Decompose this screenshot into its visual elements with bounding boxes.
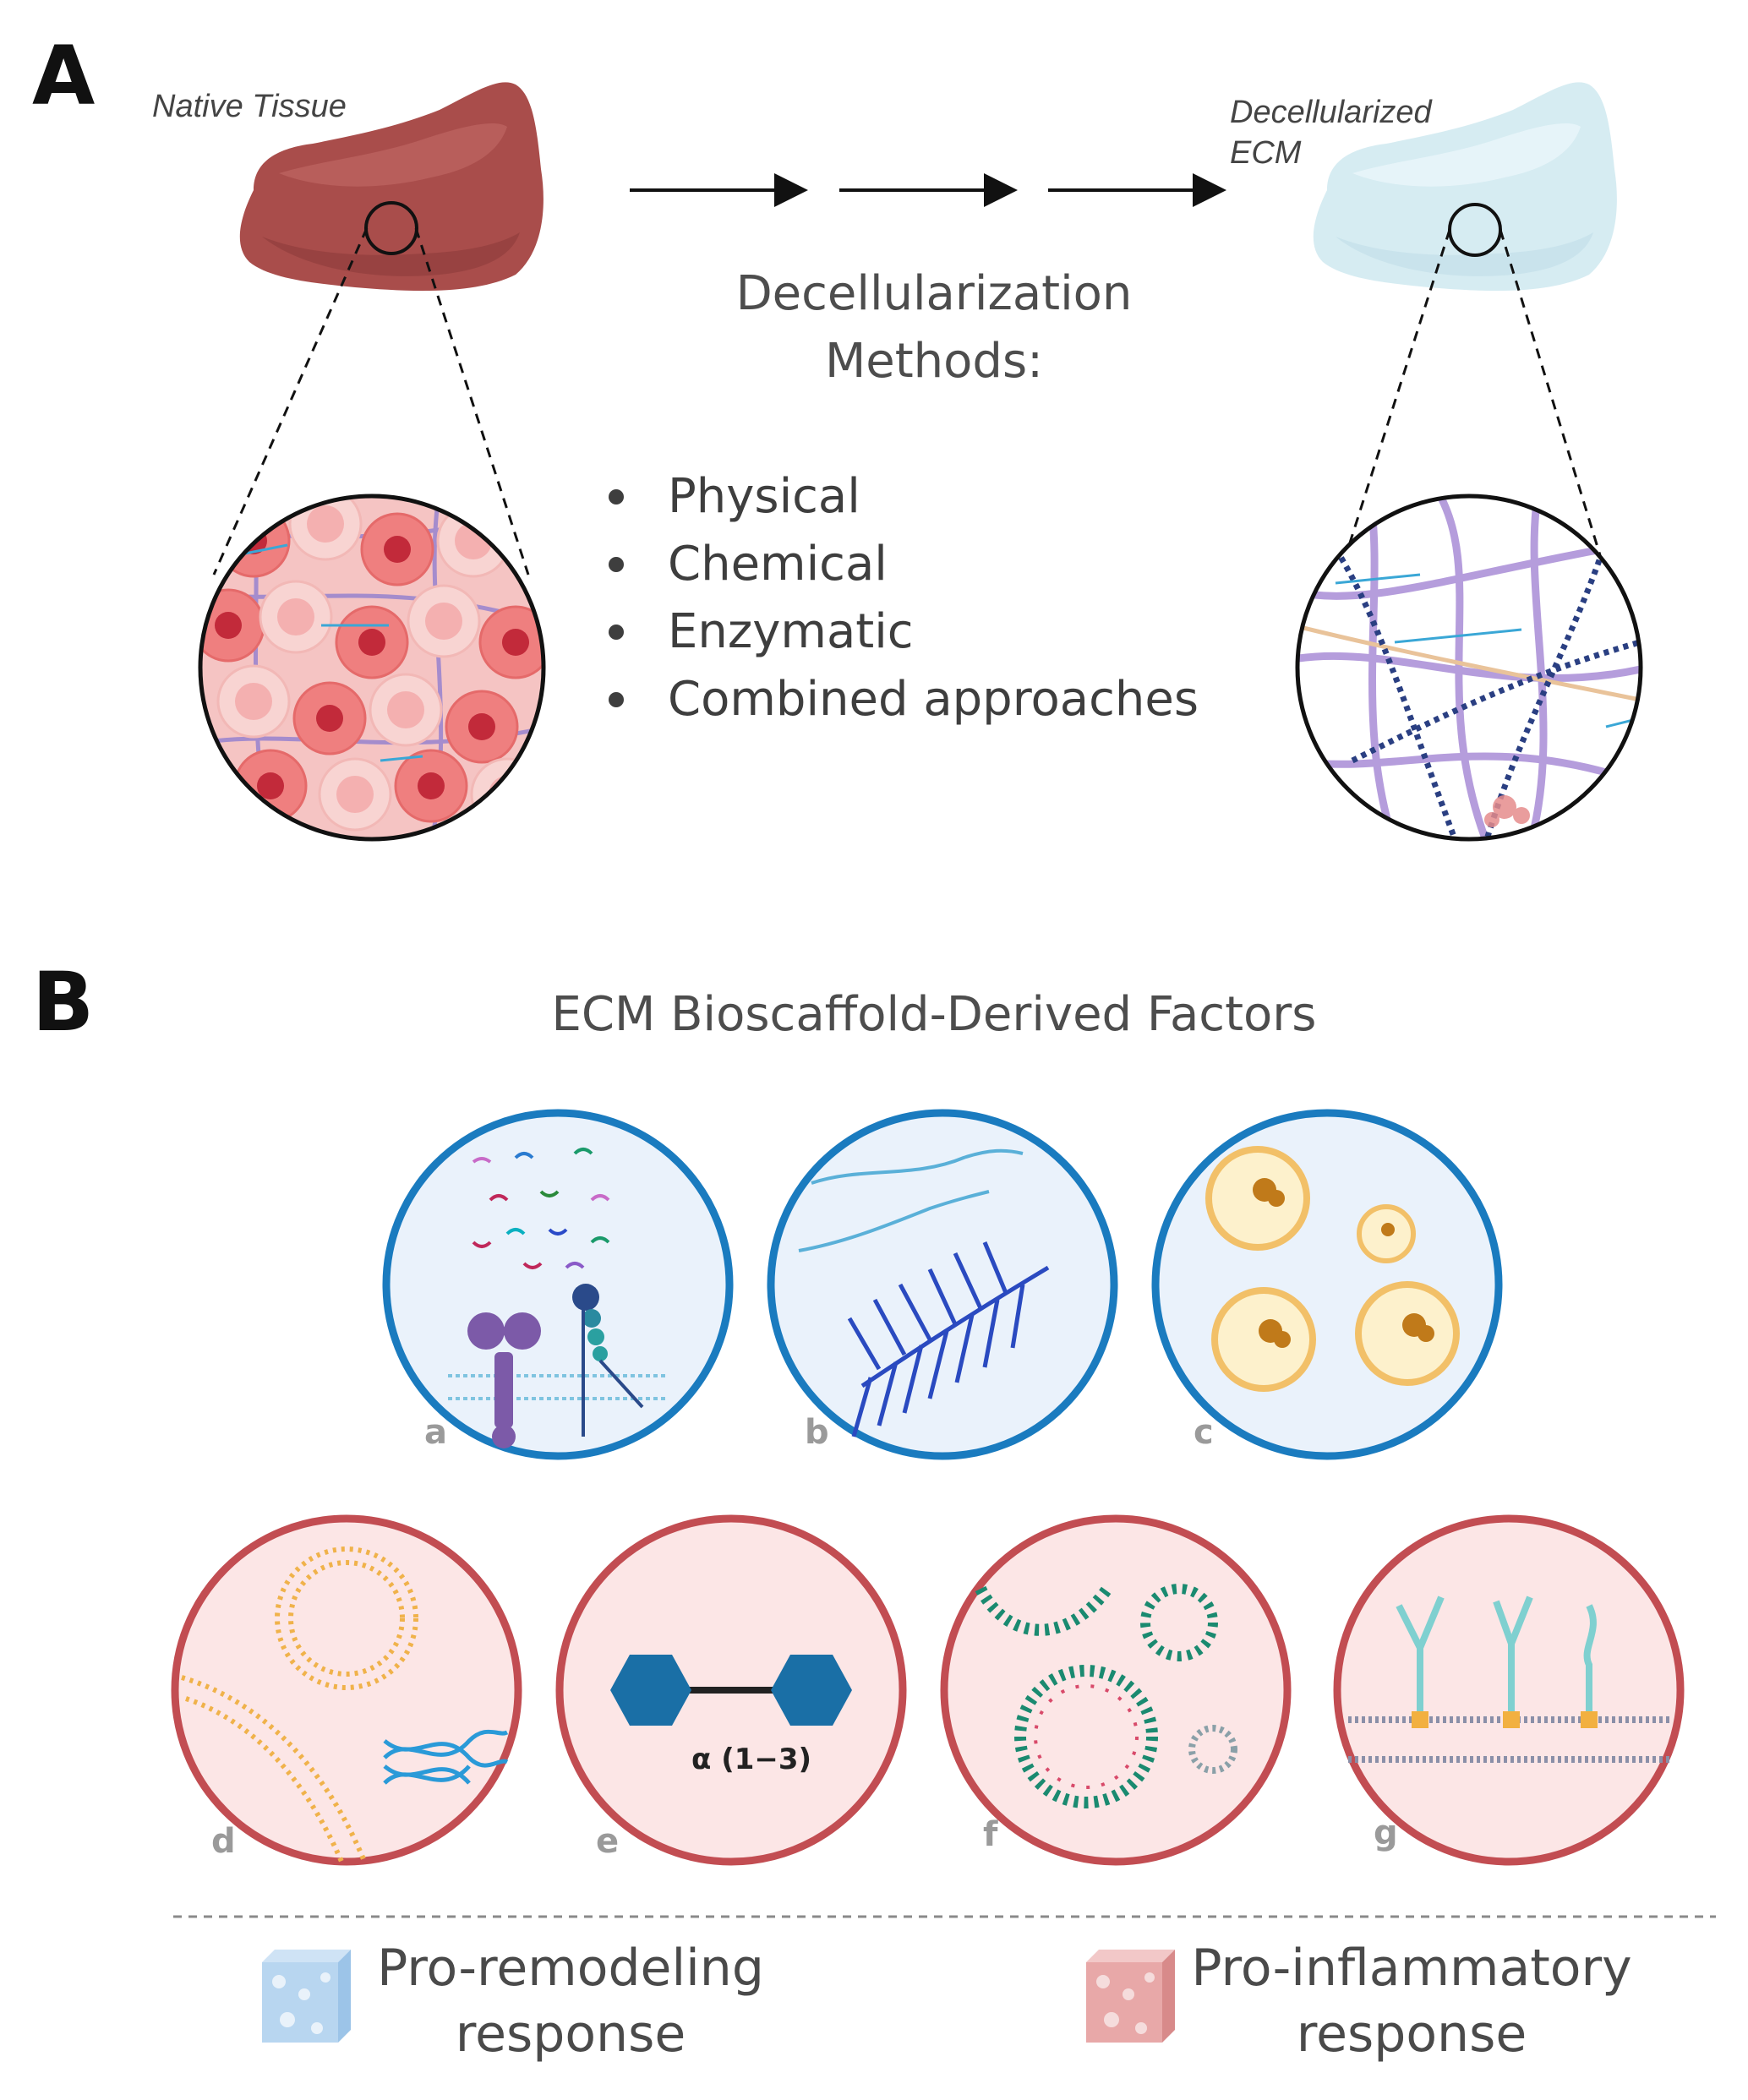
legend-pro-remodeling-line1: Pro-remodeling	[377, 1939, 764, 1998]
cell-nucleus	[425, 603, 462, 640]
zoom-lines-decell	[1338, 229, 1608, 575]
receptor-chain	[572, 1284, 644, 1437]
cell-nucleus	[307, 505, 344, 543]
cell-nucleus	[215, 612, 242, 639]
circle-label-a: a	[424, 1413, 447, 1452]
cell-nucleus	[358, 629, 385, 656]
methods-title-line2: Methods:	[824, 334, 1044, 389]
factor-circle-g	[1333, 1514, 1685, 1866]
liposomes	[975, 1584, 1237, 1808]
cell-membrane	[448, 1374, 668, 1400]
cell-nucleus	[418, 772, 445, 799]
panel-letter-b: B	[32, 955, 95, 1050]
membrane-glycolipids	[1348, 1595, 1669, 1763]
legend-pro-inflammatory-line1: Pro-inflammatory	[1191, 1939, 1632, 1998]
method-combined: Combined approaches	[609, 666, 1199, 734]
matrix-bound-nanovesicles	[1205, 1146, 1460, 1392]
cell-nucleus	[384, 536, 411, 563]
native-tissue-zoom	[198, 494, 546, 842]
method-enzymatic: Enzymatic	[609, 598, 1199, 666]
circle-label-g: g	[1374, 1814, 1398, 1852]
glycan-link-label: α (1−3)	[691, 1743, 812, 1776]
circle-label-d: d	[211, 1822, 236, 1861]
decell-ecm-label-line1: Decellularized	[1230, 95, 1432, 130]
decell-ecm-shape	[1313, 82, 1617, 292]
circle-label-b: b	[805, 1413, 829, 1452]
cell-nucleus	[277, 598, 314, 635]
cell-nucleus	[235, 683, 272, 720]
cell-nucleus	[387, 691, 424, 728]
panel-b-title: ECM Bioscaffold-Derived Factors	[551, 987, 1317, 1042]
legend-pro-inflammatory-line2: response	[1296, 2005, 1527, 2064]
cell-nucleus	[257, 772, 284, 799]
cell-nucleus	[502, 629, 529, 656]
peptide-fragments	[472, 1148, 610, 1269]
lipid-structures	[181, 1546, 418, 1865]
factor-circle-d	[171, 1514, 522, 1866]
hyaluronan-chains	[798, 1148, 1024, 1252]
method-chemical: Chemical	[609, 531, 1199, 598]
circle-label-c: c	[1194, 1413, 1214, 1452]
decell-ecm-zoom	[1295, 494, 1643, 842]
cell-nucleus	[336, 776, 374, 813]
proteoglycan	[847, 1241, 1050, 1437]
dna-helix	[383, 1729, 509, 1785]
factor-circle-f	[940, 1514, 1292, 1866]
cell-nucleus	[468, 713, 495, 740]
factor-circle-c	[1151, 1109, 1503, 1460]
pro-inflammatory-cube-icon	[1086, 1950, 1175, 2043]
tissue-cell	[470, 757, 544, 832]
native-tissue-shape	[239, 82, 544, 292]
methods-title-line1: Decellularization	[735, 266, 1133, 321]
integrin-receptor	[467, 1312, 541, 1448]
factor-circle-a	[382, 1109, 734, 1460]
native-tissue-label: Native Tissue	[152, 89, 347, 124]
circle-label-e: e	[596, 1822, 620, 1861]
factor-circle-b	[767, 1109, 1118, 1460]
factor-circle-e	[555, 1514, 907, 1866]
zoom-lines-native	[212, 227, 530, 575]
decell-ecm-label-line2: ECM	[1230, 135, 1302, 171]
methods-list: Physical Chemical Enzymatic Combined app…	[609, 463, 1199, 734]
panel-letter-a: A	[32, 29, 96, 123]
cell-nucleus	[489, 776, 526, 813]
method-physical: Physical	[609, 463, 1199, 531]
legend-pro-remodeling-line2: response	[455, 2005, 686, 2064]
pro-remodeling-cube-icon	[262, 1950, 351, 2043]
cell-nucleus	[316, 705, 343, 732]
galactose-alpha-epitope	[610, 1655, 852, 1726]
circle-label-f: f	[983, 1815, 998, 1854]
